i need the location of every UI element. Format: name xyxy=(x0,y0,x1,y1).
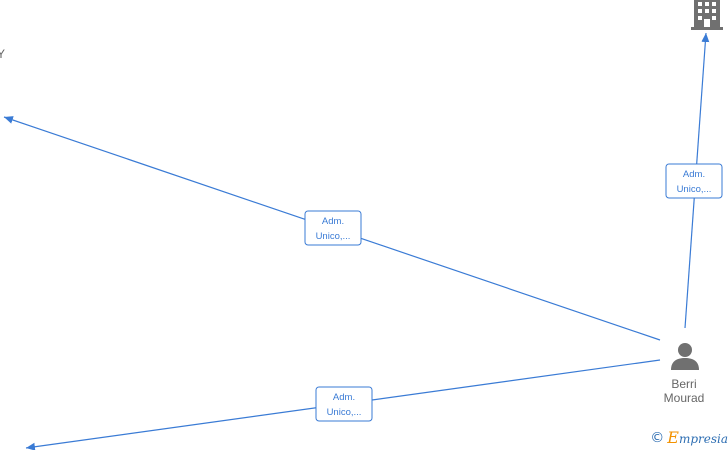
brand-logo-initial: E xyxy=(667,428,679,447)
offscreen-node-label: Y xyxy=(0,47,5,61)
copyright-icon: © xyxy=(650,429,665,446)
brand-logo: Empresia xyxy=(667,428,728,447)
edge-label-role-detail: Unico,... xyxy=(316,231,351,242)
edge-label-bottom-left[interactable]: Adm. Unico,... xyxy=(315,386,373,422)
person-node[interactable]: Berri Mourad xyxy=(664,343,705,405)
empresia-watermark: © Empresia xyxy=(650,428,728,447)
person-icon xyxy=(671,343,699,370)
building-icon[interactable] xyxy=(691,0,723,30)
edge-label-role: Adm. xyxy=(333,392,355,403)
edge-label-role-detail: Unico,... xyxy=(327,407,362,418)
person-name-last: Mourad xyxy=(664,391,705,405)
edge-label-role-detail: Unico,... xyxy=(677,184,712,195)
edge-label-top-left[interactable]: Adm. Unico,... xyxy=(304,210,362,246)
edge-label-top-right[interactable]: Adm. Unico,... xyxy=(665,163,723,199)
brand-logo-rest: mpresia xyxy=(678,432,728,446)
person-name-first: Berri xyxy=(671,377,696,391)
edge-label-role: Adm. xyxy=(322,216,344,227)
edge-label-role: Adm. xyxy=(683,169,705,180)
